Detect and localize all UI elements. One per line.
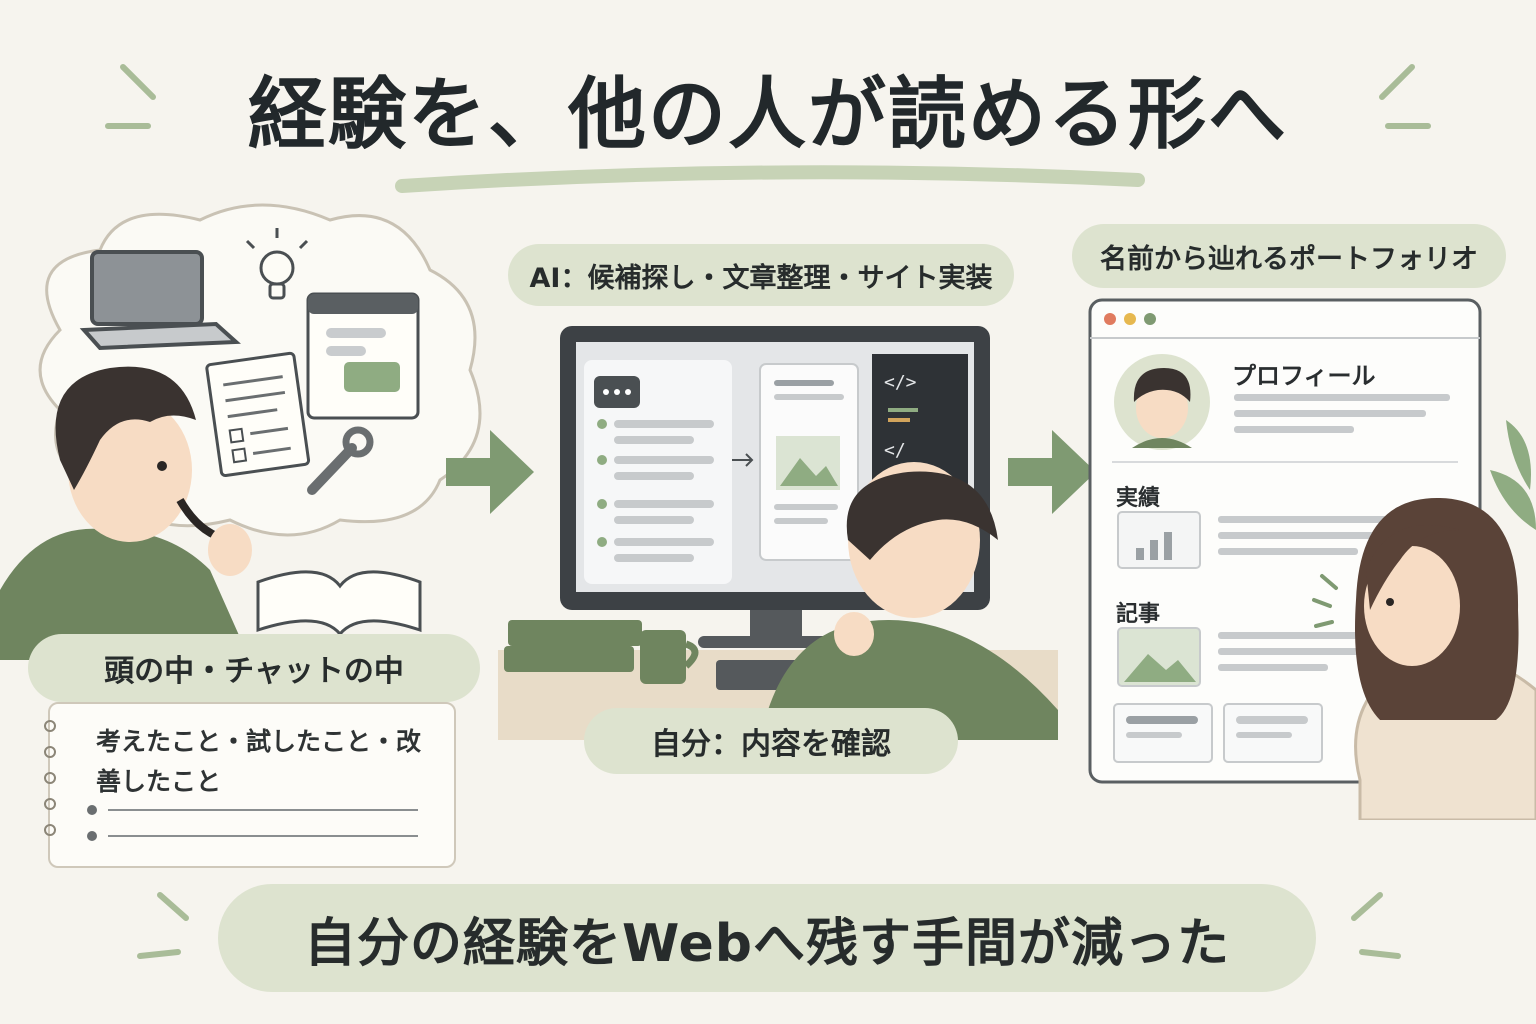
avatar [1114, 354, 1210, 450]
chart-icon [1117, 511, 1201, 569]
plant-icon [1490, 420, 1536, 530]
laptop-icon [79, 250, 241, 351]
person-thinking [0, 366, 252, 660]
lightbulb-icon [245, 228, 309, 300]
portfolio-label: 名前から辿れるポートフォリオ [1072, 224, 1506, 288]
notebook [48, 702, 456, 868]
head-chat-label: 頭の中・チャットの中 [28, 634, 480, 702]
profile-title: プロフィール [1232, 362, 1376, 390]
code-snippet-2: </ [884, 440, 906, 461]
code-snippet-1: </> [884, 372, 917, 393]
thinking-scene [0, 203, 482, 660]
checklist-icon [205, 351, 311, 478]
achievements-heading: 実績 [1116, 486, 1161, 511]
chat-bubble-icon [594, 376, 640, 408]
wrench-icon [307, 426, 374, 495]
summary-banner: 自分の経験をWebへ残す手間が減った [218, 884, 1316, 992]
notebook-note: 考えたこと・試したこと・改善したこと [96, 727, 422, 796]
self-role-label: 自分：内容を確認 [584, 708, 958, 774]
notebook-lines [87, 805, 418, 841]
articles-heading: 記事 [1116, 602, 1161, 627]
monitor-scene [498, 326, 1058, 740]
image-icon [776, 436, 840, 490]
page-title: 経験を、他の人が読める形へ [247, 70, 1288, 160]
notebook-rings [44, 720, 56, 836]
book-icon [256, 570, 422, 637]
chat-window-icon [306, 292, 420, 420]
arrow-right-icon [446, 430, 534, 514]
arrow-right-icon [1008, 430, 1096, 514]
image-icon [1117, 627, 1201, 687]
ai-role-label: AI：候補探し・文章整理・サイト実装 [508, 244, 1014, 306]
reader-person [1312, 420, 1536, 820]
